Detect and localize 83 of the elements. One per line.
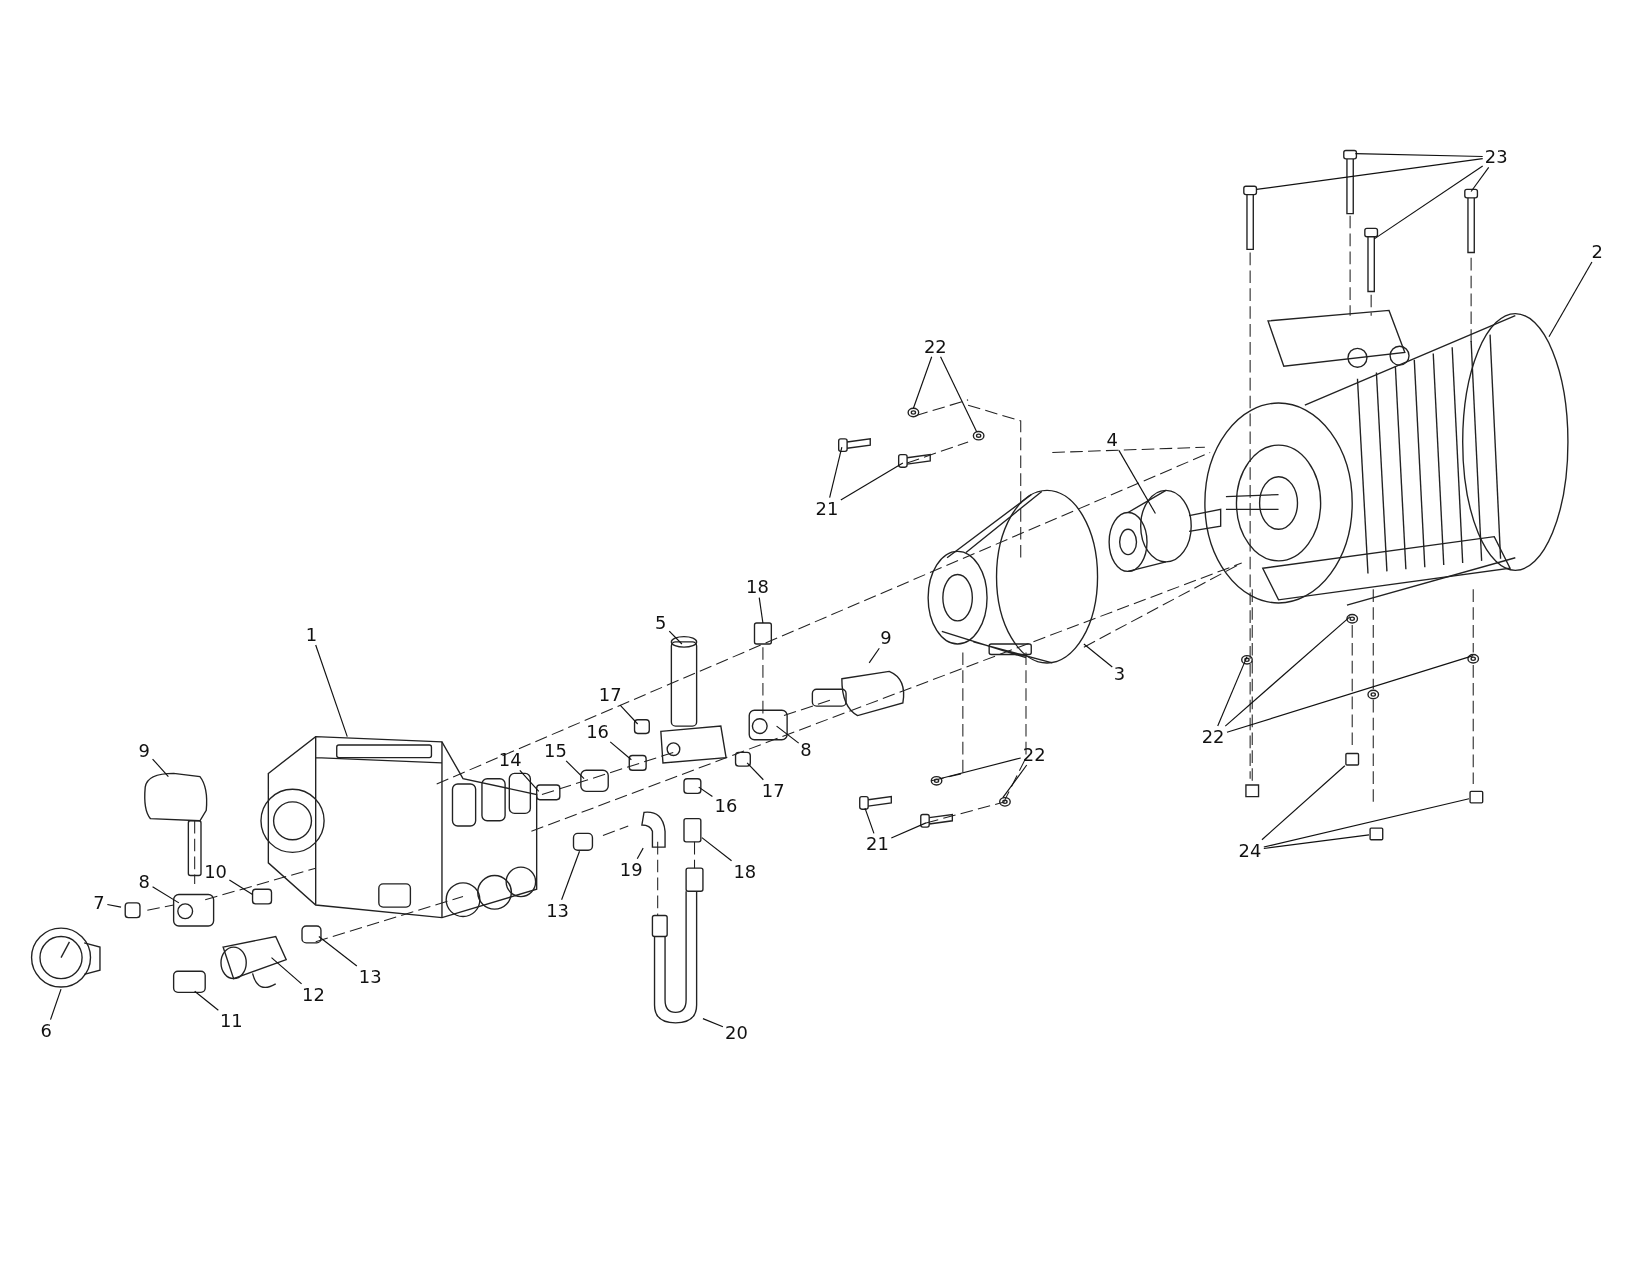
leader-line bbox=[1263, 798, 1470, 848]
leader-line bbox=[106, 903, 122, 908]
leader-line bbox=[152, 758, 169, 778]
callout-number: 7 bbox=[92, 893, 106, 913]
leader-line bbox=[619, 704, 639, 725]
callout-number: 10 bbox=[203, 861, 228, 881]
leader-line bbox=[698, 786, 713, 798]
leader-line bbox=[829, 446, 843, 499]
leader-line bbox=[561, 850, 581, 901]
callout-number: 11 bbox=[218, 1011, 244, 1031]
leader-line bbox=[1373, 165, 1484, 240]
callout-number: 15 bbox=[543, 740, 568, 760]
callout-number: 22 bbox=[1021, 745, 1047, 764]
leader-line bbox=[939, 356, 978, 432]
leader-line bbox=[318, 935, 358, 967]
leader-line bbox=[864, 807, 875, 834]
leader-line bbox=[758, 597, 764, 624]
leader-line bbox=[636, 847, 644, 860]
fitting-drawing bbox=[572, 832, 594, 851]
callout-number: 21 bbox=[865, 834, 890, 854]
leader-line bbox=[912, 356, 933, 409]
leader-line bbox=[1261, 765, 1346, 841]
leader-line bbox=[890, 822, 927, 839]
callout-number: 23 bbox=[1483, 147, 1509, 167]
callout-number: 22 bbox=[1200, 727, 1226, 747]
nut-drawing bbox=[1469, 790, 1484, 804]
leader-line bbox=[315, 644, 348, 738]
callout-number: 21 bbox=[814, 498, 840, 518]
callout-number: 9 bbox=[137, 740, 151, 760]
leader-line bbox=[1224, 616, 1351, 727]
nut-drawing bbox=[1369, 827, 1384, 841]
callout-number: 17 bbox=[760, 780, 786, 800]
leader-line bbox=[1226, 655, 1474, 733]
callout-number: 8 bbox=[799, 739, 813, 759]
callout-number: 16 bbox=[713, 796, 739, 816]
leader-line bbox=[1263, 834, 1370, 850]
callout-number: 3 bbox=[1112, 664, 1127, 683]
leader-line bbox=[1548, 261, 1593, 338]
callout-number: 13 bbox=[545, 900, 570, 920]
leader-line bbox=[49, 988, 62, 1021]
leader-line bbox=[1470, 166, 1490, 193]
leader-line bbox=[702, 1018, 724, 1028]
leader-line bbox=[228, 879, 254, 896]
callout-number: 5 bbox=[654, 613, 668, 633]
nut-drawing bbox=[1345, 752, 1360, 766]
callout-number: 12 bbox=[300, 984, 326, 1004]
callout-number: 6 bbox=[39, 1020, 53, 1040]
leader-line bbox=[152, 886, 180, 904]
leader-line bbox=[776, 725, 800, 744]
leader-line bbox=[1083, 643, 1113, 668]
callout-number: 20 bbox=[724, 1022, 749, 1042]
callout-number: 13 bbox=[357, 967, 383, 986]
callout-number: 17 bbox=[597, 685, 623, 704]
callout-number: 8 bbox=[137, 872, 151, 892]
leader-line bbox=[565, 760, 585, 780]
leader-line bbox=[1002, 764, 1028, 799]
leader-line bbox=[840, 462, 904, 501]
callout-number: 14 bbox=[497, 750, 523, 770]
fitting-drawing bbox=[683, 818, 702, 843]
callout-number: 2 bbox=[1590, 242, 1605, 261]
leader-line bbox=[1217, 656, 1248, 727]
leader-line bbox=[1118, 449, 1156, 515]
elbow-fitting-drawing bbox=[641, 811, 666, 848]
callout-number: 9 bbox=[879, 628, 893, 648]
leader-line bbox=[668, 630, 683, 645]
callout-number: 19 bbox=[618, 859, 644, 879]
leader-line bbox=[609, 741, 632, 761]
leader-line bbox=[1354, 153, 1484, 158]
callout-number: 22 bbox=[922, 336, 948, 356]
leader-line bbox=[746, 762, 764, 781]
leader-line bbox=[939, 757, 1022, 780]
leader-line bbox=[701, 837, 733, 862]
callout-number: 18 bbox=[732, 861, 758, 881]
callout-number: 1 bbox=[304, 625, 319, 644]
callout-number: 16 bbox=[585, 721, 610, 741]
callout-number: 18 bbox=[745, 577, 770, 597]
leader-line bbox=[519, 769, 540, 792]
leader-line bbox=[194, 990, 219, 1011]
callout-number: 24 bbox=[1237, 840, 1263, 860]
leader-line bbox=[868, 647, 880, 664]
leader-line bbox=[270, 957, 303, 985]
leader-line bbox=[1255, 158, 1484, 190]
callout-number: 4 bbox=[1105, 430, 1119, 450]
